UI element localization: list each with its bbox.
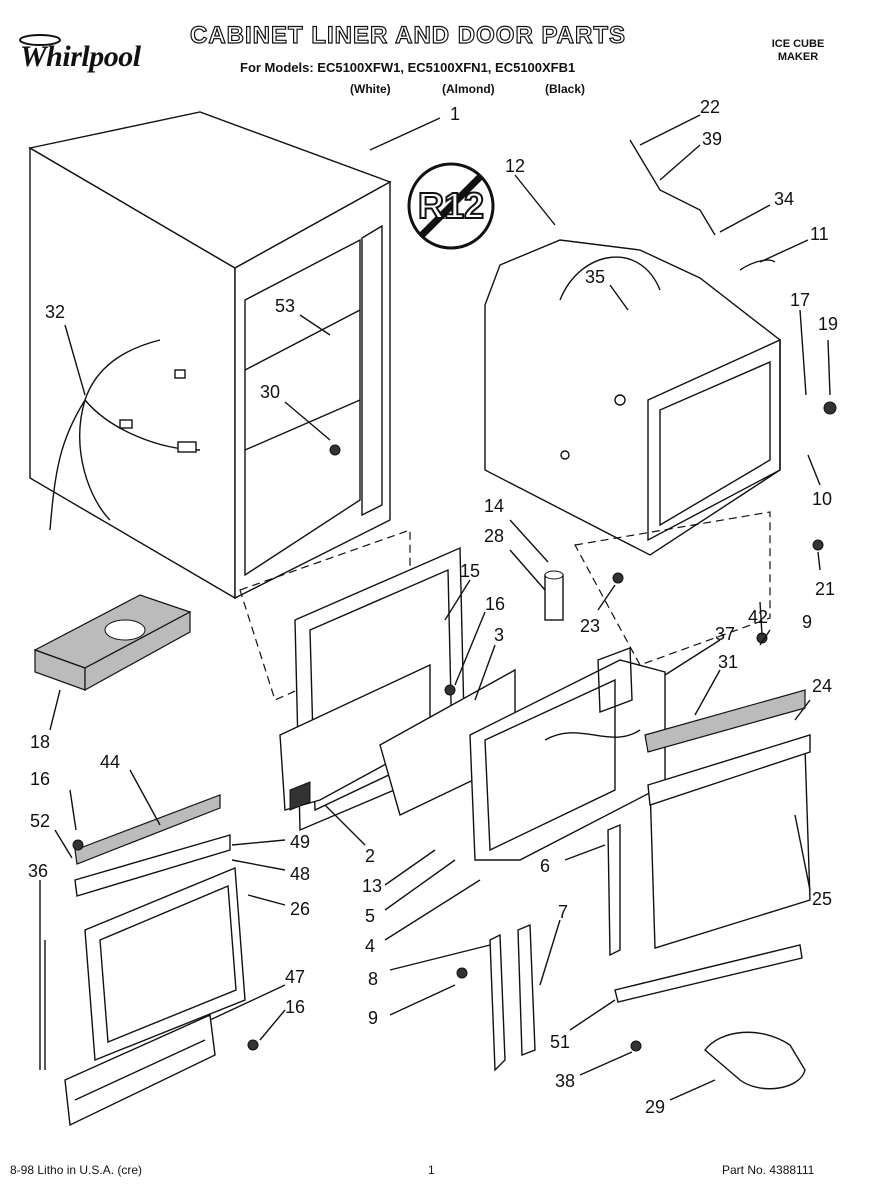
- r12-text: R12: [418, 185, 484, 226]
- front-door-panel: [74, 794, 246, 1062]
- variant-almond: (Almond): [442, 82, 495, 96]
- callout-47: 47: [285, 967, 305, 987]
- wire-harness: [49, 339, 201, 531]
- callout-22: 22: [700, 97, 720, 117]
- callout-37: 37: [715, 624, 735, 644]
- callout-30: 30: [260, 382, 280, 402]
- callout-numbers: 1 12 22 39 34 11 35 17 19 10 21 42 9 14 …: [28, 97, 838, 1117]
- category-line-1: ICE CUBE: [771, 38, 825, 50]
- callout-17: 17: [790, 290, 810, 310]
- callout-15: 15: [460, 561, 480, 581]
- callout-28: 28: [484, 526, 504, 546]
- door-handle: [704, 1031, 806, 1090]
- drain-tube: [544, 570, 564, 621]
- callout-9-lower: 9: [368, 1008, 378, 1028]
- leader-lines: [39, 114, 831, 1101]
- callout-7: 7: [558, 902, 568, 922]
- callout-24: 24: [812, 676, 832, 696]
- callout-32: 32: [45, 302, 65, 322]
- callout-23: 23: [580, 616, 600, 636]
- screws: [72, 401, 837, 1052]
- callout-26: 26: [290, 899, 310, 919]
- cabinet-liner: [484, 239, 781, 556]
- callout-1: 1: [450, 104, 460, 124]
- callout-2: 2: [365, 846, 375, 866]
- water-line: [629, 139, 776, 271]
- callout-44: 44: [100, 752, 120, 772]
- callout-51: 51: [550, 1032, 570, 1052]
- bin-outline: [574, 511, 771, 666]
- variant-white: (White): [350, 82, 391, 96]
- callout-48: 48: [290, 864, 310, 884]
- hinge-parts: [39, 823, 803, 1072]
- callout-3: 3: [494, 625, 504, 645]
- insulation-block: [33, 594, 192, 692]
- callout-38: 38: [555, 1071, 575, 1091]
- callout-14: 14: [484, 496, 504, 516]
- callout-42: 42: [748, 607, 768, 627]
- callout-4: 4: [365, 936, 375, 956]
- inner-door-panel: [279, 663, 431, 811]
- callout-53: 53: [275, 296, 295, 316]
- callout-11: 11: [810, 224, 829, 244]
- cabinet-shell: [28, 111, 392, 600]
- callout-39: 39: [702, 129, 722, 149]
- category-line-2: MAKER: [777, 51, 819, 63]
- whirlpool-logo: Whirlpool: [12, 30, 172, 80]
- part-number: Part No. 4388111: [722, 1163, 815, 1177]
- callout-13: 13: [362, 876, 382, 896]
- callout-31: 31: [718, 652, 738, 672]
- callout-16-lower: 16: [285, 997, 305, 1017]
- callout-10: 10: [812, 489, 832, 509]
- model-list: For Models: EC5100XFW1, EC5100XFN1, EC51…: [240, 60, 576, 75]
- callout-36: 36: [28, 861, 48, 881]
- callout-16-left: 16: [30, 769, 50, 789]
- callout-35: 35: [585, 267, 605, 287]
- variant-black: (Black): [545, 82, 586, 96]
- callout-18: 18: [30, 732, 50, 752]
- callout-34: 34: [774, 189, 794, 209]
- page-number: 1: [428, 1163, 435, 1177]
- page-title: CABINET LINER AND DOOR PARTS: [189, 21, 626, 49]
- litho-note: 8-98 Litho in U.S.A. (cre): [10, 1163, 143, 1177]
- callout-21: 21: [815, 579, 835, 599]
- callout-49: 49: [290, 832, 310, 852]
- callout-6: 6: [540, 856, 550, 876]
- callout-5: 5: [365, 906, 375, 926]
- callout-19: 19: [818, 314, 838, 334]
- brand-name: Whirlpool: [20, 40, 141, 73]
- callout-52: 52: [30, 811, 50, 831]
- product-category: ICE CUBE MAKER: [758, 38, 838, 64]
- callout-8: 8: [368, 969, 378, 989]
- callout-12: 12: [505, 156, 525, 176]
- kick-panel-grille: [64, 1013, 216, 1127]
- bin-door-panel: [597, 647, 811, 949]
- callout-25: 25: [812, 889, 832, 909]
- callout-16-upper: 16: [485, 594, 505, 614]
- callout-29: 29: [645, 1097, 665, 1117]
- callout-9-upper: 9: [802, 612, 812, 632]
- r12-badge: R12: [407, 162, 495, 250]
